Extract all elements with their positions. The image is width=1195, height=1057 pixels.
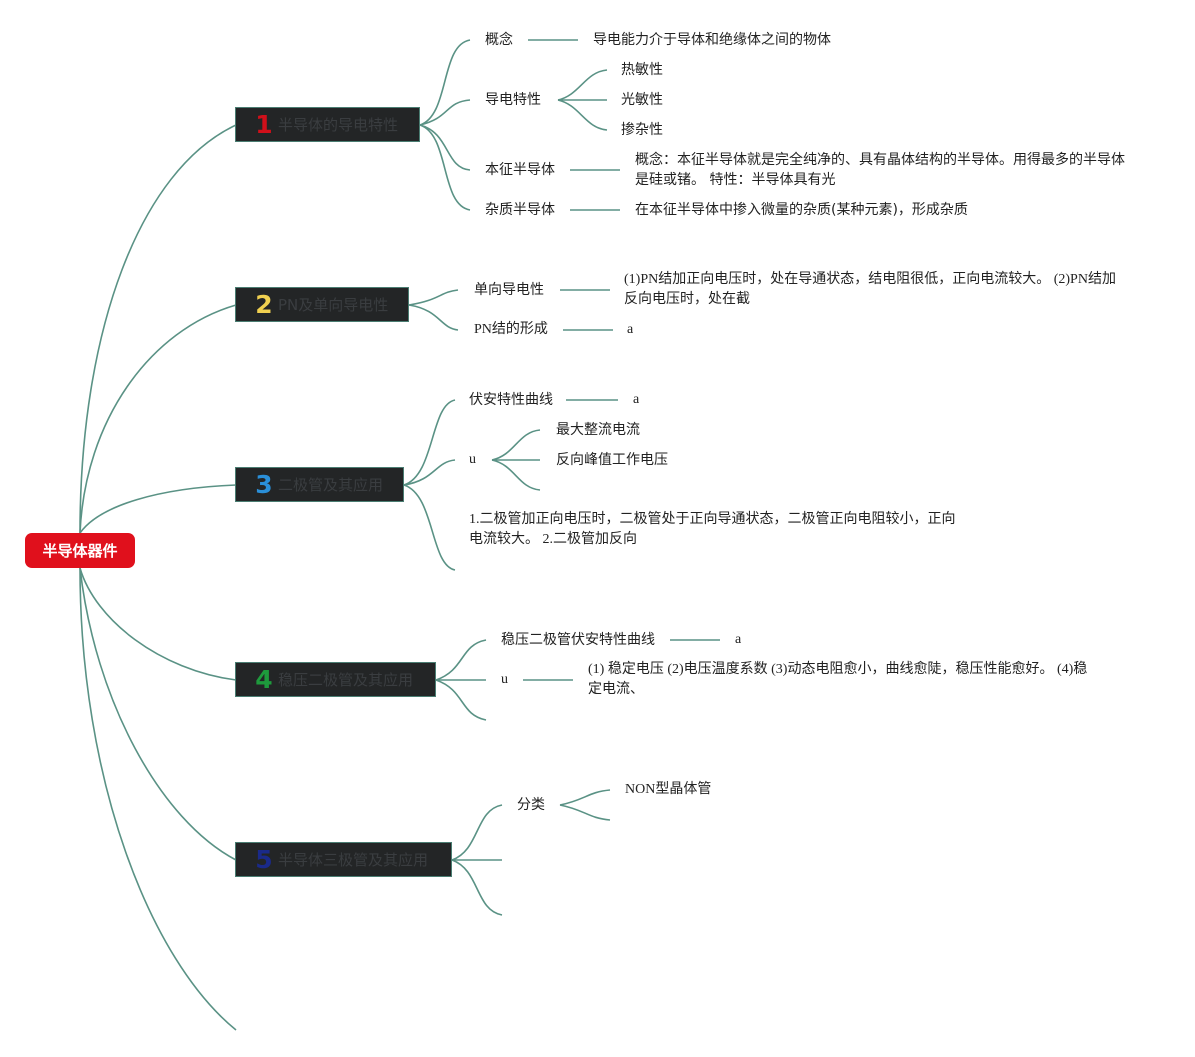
topic-zener-iv-curve-detail[interactable]: a xyxy=(735,632,742,647)
branch-4-node[interactable]: 4 稳压二极管及其应用 xyxy=(235,662,436,697)
number-5-icon: 5 xyxy=(255,845,273,874)
branch-5-label: 半导体三极管及其应用 xyxy=(278,851,429,869)
branch-5-node[interactable]: 5 半导体三极管及其应用 xyxy=(235,842,452,877)
topic-classification[interactable]: 分类 xyxy=(517,797,545,813)
root-label: 半导体器件 xyxy=(42,542,118,560)
branch-2-node[interactable]: 2 PN及单向导电性 xyxy=(235,287,409,322)
topic-concept[interactable]: 概念 xyxy=(485,32,513,48)
topic-iv-curve[interactable]: 伏安特性曲线 xyxy=(469,392,553,408)
topic-zener-params[interactable]: (1) 稳定电压 (2)电压温度系数 (3)动态电阻愈小，曲线愈陡，稳压性能愈好… xyxy=(588,662,1088,697)
branch-1-label: 半导体的导电特性 xyxy=(278,116,399,134)
topic-intrinsic-detail[interactable]: 概念：本征半导体就是完全纯净的、具有晶体结构的半导体。用得最多的半导体是硅或锗。… xyxy=(635,152,1125,188)
topic-unidirectional[interactable]: 单向导电性 xyxy=(474,282,544,298)
topic-pn-formation[interactable]: PN结的形成 xyxy=(474,322,548,337)
number-1-icon: 1 xyxy=(255,110,273,139)
branch-1-node[interactable]: 1 半导体的导电特性 xyxy=(235,107,420,142)
topic-doping[interactable]: 掺杂性 xyxy=(621,122,663,138)
number-2-icon: 2 xyxy=(255,290,273,319)
topic-zener-iv-curve[interactable]: 稳压二极管伏安特性曲线 xyxy=(501,632,655,648)
topic-diode-u[interactable]: u xyxy=(469,452,476,467)
branch-2-label: PN及单向导电性 xyxy=(278,296,389,314)
topic-thermal-sensitivity[interactable]: 热敏性 xyxy=(621,62,663,78)
topic-pn-formation-detail[interactable]: a xyxy=(627,322,634,337)
topic-max-rectified-current[interactable]: 最大整流电流 xyxy=(556,422,640,438)
topic-diode-behavior[interactable]: 1.二极管加正向电压时，二极管处于正向导通状态，二极管正向电阻较小，正向电流较大… xyxy=(469,512,956,547)
branch-3-label: 二极管及其应用 xyxy=(278,476,384,494)
topic-non-transistor[interactable]: NON型晶体管 xyxy=(625,782,712,797)
topic-zener-u[interactable]: u xyxy=(501,672,508,687)
topic-unidirectional-detail[interactable]: (1)PN结加正向电压时，处在导通状态，结电阻很低，正向电流较大。 (2)PN结… xyxy=(624,272,1116,307)
branch-3-node[interactable]: 3 二极管及其应用 xyxy=(235,467,404,502)
topic-conductive-property[interactable]: 导电特性 xyxy=(485,92,541,108)
root-node[interactable]: 半导体器件 xyxy=(25,533,135,568)
topic-impurity-semiconductor[interactable]: 杂质半导体 xyxy=(485,202,555,218)
topic-concept-detail[interactable]: 导电能力介于导体和绝缘体之间的物体 xyxy=(593,32,831,48)
branch-4-label: 稳压二极管及其应用 xyxy=(278,671,414,689)
topic-photo-sensitivity[interactable]: 光敏性 xyxy=(621,92,663,108)
topic-iv-curve-detail[interactable]: a xyxy=(633,392,640,407)
topic-impurity-detail[interactable]: 在本征半导体中掺入微量的杂质(某种元素)，形成杂质 xyxy=(635,202,968,218)
number-4-icon: 4 xyxy=(255,665,273,694)
topic-intrinsic-semiconductor[interactable]: 本征半导体 xyxy=(485,162,555,178)
number-3-icon: 3 xyxy=(255,470,273,499)
topic-peak-reverse-voltage[interactable]: 反向峰值工作电压 xyxy=(556,452,668,468)
